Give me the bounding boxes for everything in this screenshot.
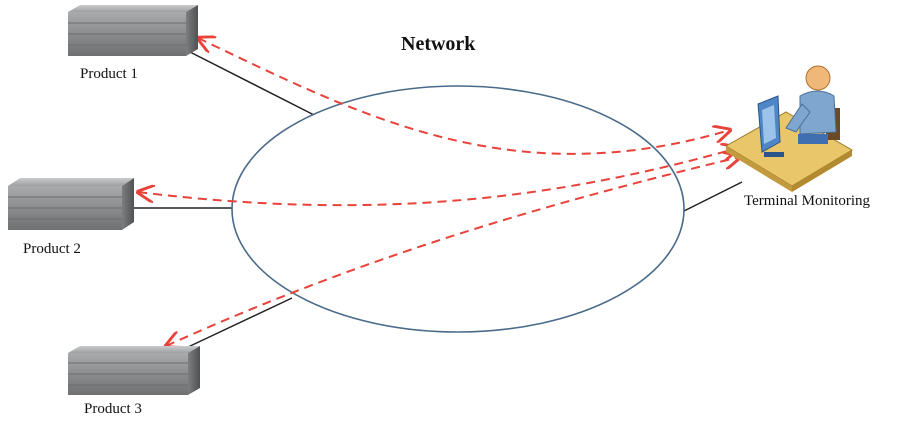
link-terminal: [681, 181, 743, 213]
network-ellipse: [231, 85, 685, 333]
network-title: Network: [401, 33, 476, 55]
product-1-label: Product 1: [80, 66, 138, 82]
product-3-server-icon: [68, 346, 200, 395]
flow-arrow-product-3: [166, 157, 740, 346]
terminal-monitoring-label: Terminal Monitoring: [744, 193, 871, 209]
product-1-server-icon: [68, 5, 198, 56]
link-product-3: [185, 297, 293, 349]
product-2-server-icon: [8, 178, 134, 230]
product-2-label: Product 2: [23, 241, 81, 257]
person-head: [805, 65, 831, 91]
data-flow-arrows: [138, 38, 740, 346]
person-body: [799, 90, 837, 135]
product-3-label: Product 3: [84, 401, 142, 417]
terminal-monitoring-icon: [725, 65, 853, 192]
